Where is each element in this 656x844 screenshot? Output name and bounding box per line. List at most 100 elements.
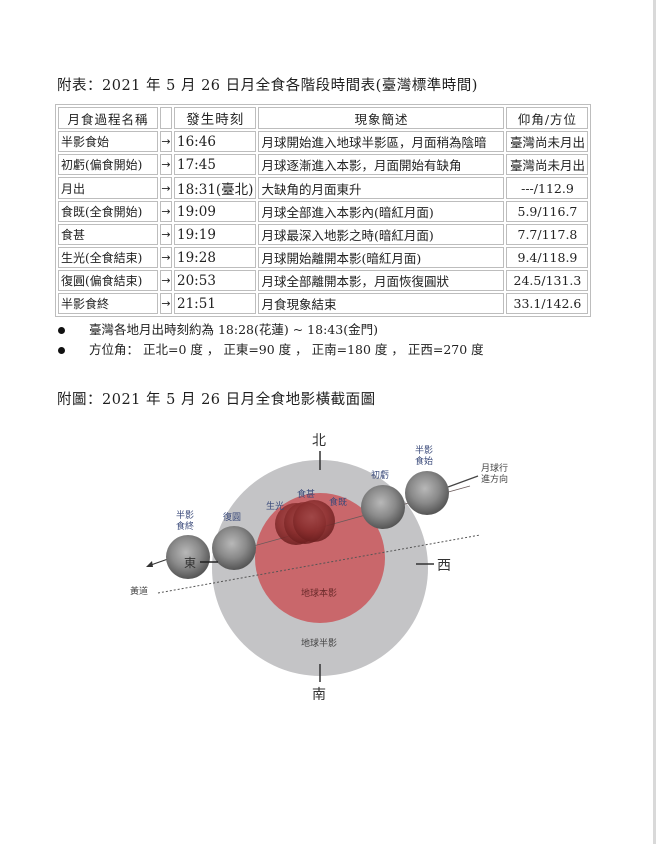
cell-time: 16:46 xyxy=(174,131,257,152)
cell-name: 復圓(偏食結束) xyxy=(58,270,158,291)
left-arrow-head xyxy=(146,561,153,567)
cell-description: 大缺角的月面東升 xyxy=(258,177,505,199)
cell-time: 19:09 xyxy=(174,201,257,222)
cell-angle: 7.7/117.8 xyxy=(506,224,589,245)
ecliptic-label: 黃道 xyxy=(130,587,149,597)
label-line: 食終 xyxy=(176,522,195,532)
table-row: 初虧(偏食開始) → 17:45 月球逐漸進入本影，月面開始有缺角 臺灣尚未月出 xyxy=(58,154,589,175)
cell-angle: 5.9/116.7 xyxy=(506,201,589,222)
cell-angle: 臺灣尚未月出 xyxy=(506,154,589,175)
table-row: 月出 → 18:31(臺北) 大缺角的月面東升 ---/112.9 xyxy=(58,177,589,199)
arrow-icon: → xyxy=(160,270,172,291)
cell-angle: 24.5/131.3 xyxy=(506,270,589,291)
label-first-contact: 初虧 xyxy=(371,471,390,481)
south-label: 南 xyxy=(312,687,326,703)
ecliptic-line xyxy=(157,534,481,594)
penumbra-label: 地球半影 xyxy=(301,639,338,649)
arrow-icon: → xyxy=(160,224,172,245)
cell-time: 19:28 xyxy=(174,247,257,268)
label-last-contact: 復圓 xyxy=(223,513,242,523)
arrow-icon: → xyxy=(160,201,172,222)
arrow-icon: → xyxy=(160,177,172,199)
table-title: 附表：2021 年 5 月 26 日月全食各階段時間表(臺灣標準時間) xyxy=(57,78,478,94)
label-greatest: 食甚 xyxy=(297,490,316,500)
note-text: 方位角： 正北=0 度 ， 正東=90 度 ， 正南=180 度 ， 正西=27… xyxy=(89,342,484,357)
table-row: 生光(全食結束) → 19:28 月球開始離開本影(暗紅月面) 9.4/118.… xyxy=(58,247,589,268)
moon-direction-pointer xyxy=(447,475,479,488)
cell-description: 月球開始離開本影(暗紅月面) xyxy=(258,247,505,268)
cell-description: 月球最深入地影之時(暗紅月面) xyxy=(258,224,505,245)
cell-name: 食甚 xyxy=(58,224,158,245)
page-edge xyxy=(653,0,656,844)
cell-name: 半影食始 xyxy=(58,131,158,152)
left-arrow-line xyxy=(147,558,169,567)
moon-direction-line2: 進方向 xyxy=(481,475,509,485)
cell-time: 19:19 xyxy=(174,224,257,245)
header-name: 月食過程名稱 xyxy=(58,107,158,129)
table-row: 半影食始 → 16:46 月球開始進入地球半影區，月面稍為陰暗 臺灣尚未月出 xyxy=(58,131,589,152)
header-angle: 仰角/方位 xyxy=(506,107,589,129)
arrow-icon: → xyxy=(160,247,172,268)
cell-time: 17:45 xyxy=(174,154,257,175)
east-label: 東 xyxy=(184,556,197,570)
table-row: 食既(全食開始) → 19:09 月球全部進入本影內(暗紅月面) 5.9/116… xyxy=(58,201,589,222)
moon-penumbral-end xyxy=(166,535,210,579)
label-penumbral-end: 半影 食終 xyxy=(176,511,194,533)
label-total-end: 生光 xyxy=(266,502,285,512)
cell-name: 生光(全食結束) xyxy=(58,247,158,268)
arrow-icon: → xyxy=(160,131,172,152)
notes-list: 臺灣各地月出時刻約為 18:28(花蓮) ~ 18:43(金門) 方位角： 正北… xyxy=(58,320,484,360)
moon-direction-line1: 月球行 xyxy=(481,464,509,474)
label-penumbral-start: 半影 食始 xyxy=(415,446,433,468)
cell-angle: ---/112.9 xyxy=(506,177,589,199)
note-text: 臺灣各地月出時刻約為 18:28(花蓮) ~ 18:43(金門) xyxy=(89,322,378,337)
cell-name: 食既(全食開始) xyxy=(58,201,158,222)
cell-name: 月出 xyxy=(58,177,158,199)
note-item: 方位角： 正北=0 度 ， 正東=90 度 ， 正南=180 度 ， 正西=27… xyxy=(58,340,484,360)
label-line: 食始 xyxy=(415,457,434,467)
cell-description: 月球全部離開本影，月面恢復圓狀 xyxy=(258,270,505,291)
label-line: 半影 xyxy=(176,511,195,521)
north-label: 北 xyxy=(312,433,326,449)
cell-angle: 33.1/142.6 xyxy=(506,293,589,314)
cell-description: 月食現象結束 xyxy=(258,293,505,314)
table-header-row: 月食過程名稱 發生時刻 現象簡述 仰角/方位 xyxy=(58,107,589,129)
penumbra-circle xyxy=(212,460,428,676)
header-arrow xyxy=(160,107,172,129)
arrow-icon: → xyxy=(160,154,172,175)
header-time: 發生時刻 xyxy=(174,107,257,129)
cell-name: 初虧(偏食開始) xyxy=(58,154,158,175)
cell-description: 月球開始進入地球半影區，月面稍為陰暗 xyxy=(258,131,505,152)
cell-angle: 臺灣尚未月出 xyxy=(506,131,589,152)
cell-angle: 9.4/118.9 xyxy=(506,247,589,268)
umbra-label: 地球本影 xyxy=(301,589,338,599)
cell-description: 月球全部進入本影內(暗紅月面) xyxy=(258,201,505,222)
cell-time: 21:51 xyxy=(174,293,257,314)
moon-total-end xyxy=(275,503,317,545)
moon-direction-label: 月球行 進方向 xyxy=(481,464,508,486)
arrow-icon: → xyxy=(160,293,172,314)
header-description: 現象簡述 xyxy=(258,107,505,129)
moon-first-contact xyxy=(361,485,405,529)
eclipse-timetable: 月食過程名稱 發生時刻 現象簡述 仰角/方位 半影食始 → 16:46 月球開始… xyxy=(55,104,592,317)
cell-name: 半影食終 xyxy=(58,293,158,314)
cell-time: 18:31(臺北) xyxy=(174,177,257,199)
label-total-start: 食既 xyxy=(329,498,348,508)
figure-title: 附圖：2021 年 5 月 26 日月全食地影橫截面圖 xyxy=(57,392,376,408)
moon-last-contact xyxy=(212,526,256,570)
moon-total-start xyxy=(293,500,335,542)
cell-description: 月球逐漸進入本影，月面開始有缺角 xyxy=(258,154,505,175)
umbra-circle xyxy=(255,493,385,623)
table-row: 食甚 → 19:19 月球最深入地影之時(暗紅月面) 7.7/117.8 xyxy=(58,224,589,245)
moon-path-line xyxy=(249,485,471,548)
west-label: 西 xyxy=(437,558,451,574)
table-row: 半影食終 → 21:51 月食現象結束 33.1/142.6 xyxy=(58,293,589,314)
moon-greatest xyxy=(284,502,326,544)
note-item: 臺灣各地月出時刻約為 18:28(花蓮) ~ 18:43(金門) xyxy=(58,320,484,340)
moon-penumbral-start xyxy=(405,471,449,515)
table-row: 復圓(偏食結束) → 20:53 月球全部離開本影，月面恢復圓狀 24.5/13… xyxy=(58,270,589,291)
label-line: 半影 xyxy=(415,446,434,456)
bullet-icon xyxy=(58,346,65,354)
cell-time: 20:53 xyxy=(174,270,257,291)
bullet-icon xyxy=(58,326,65,334)
